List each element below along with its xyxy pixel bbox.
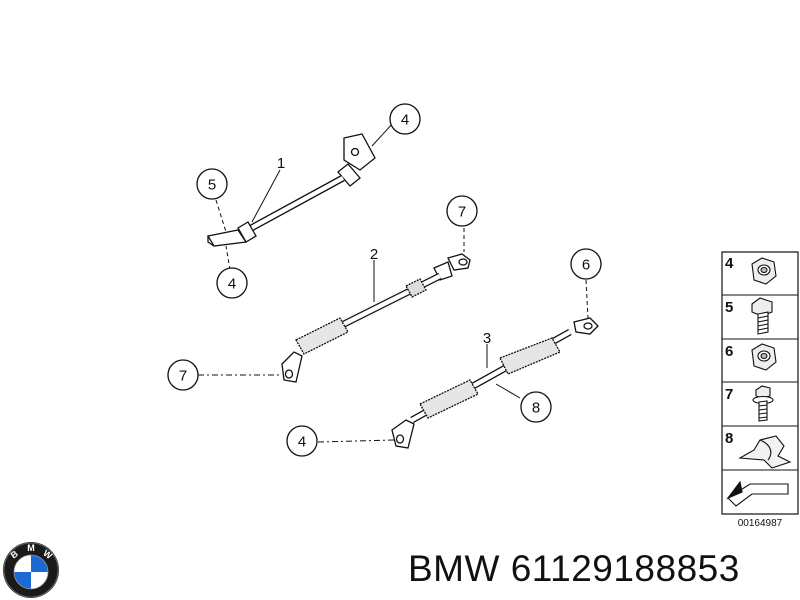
logo-letter-b: B	[9, 548, 20, 560]
callout-4-top: 4	[389, 103, 421, 135]
hex-nut-icon	[751, 257, 777, 285]
leader-4-left	[225, 245, 231, 271]
lock-nut-icon	[751, 343, 777, 371]
cable-clip-icon	[738, 435, 792, 469]
parts-legend: 4 5 6 7	[721, 251, 799, 515]
catalog-number: 00164987	[738, 518, 783, 529]
legend-num-5: 5	[725, 299, 733, 316]
callout-7-top-label: 7	[458, 204, 466, 221]
leader-8	[495, 383, 521, 399]
callout-4-top-label: 4	[401, 112, 409, 129]
callout-8-label: 8	[532, 400, 540, 417]
leader-part-1	[251, 169, 281, 223]
callout-6-label: 6	[582, 257, 590, 274]
leader-6	[585, 279, 589, 319]
hex-bolt-icon	[751, 297, 773, 335]
cable-3	[391, 317, 599, 449]
bolt-washer-icon	[752, 385, 774, 422]
logo-letter-m: M	[27, 543, 35, 553]
callout-7-left-label: 7	[179, 368, 187, 385]
callout-4-bottom: 4	[286, 425, 318, 457]
bmw-logo-icon: B M W	[3, 542, 59, 598]
legend-num-8: 8	[725, 430, 733, 447]
legend-num-4: 4	[725, 255, 734, 272]
leader-lines	[198, 121, 589, 443]
leader-5	[215, 199, 227, 233]
arrow-icon	[726, 480, 789, 507]
callout-5: 5	[196, 168, 228, 200]
legend-item-6: 6	[725, 343, 777, 371]
callout-4-bottom-label: 4	[298, 434, 306, 451]
callout-4-left: 4	[216, 267, 248, 299]
legend-item-5: 5	[725, 297, 773, 335]
cable-2	[281, 253, 471, 383]
cable-1	[206, 133, 376, 247]
leader-4-bottom	[317, 439, 395, 443]
legend-item-7: 7	[725, 385, 774, 422]
legend-num-7: 7	[725, 386, 733, 403]
callout-7-top: 7	[446, 195, 478, 227]
part-label-2: 2	[370, 246, 378, 263]
part-label-1: 1	[277, 155, 285, 172]
part-number-title: BMW 61129188853	[408, 548, 740, 589]
callout-8: 8	[520, 391, 552, 423]
part-label-3: 3	[483, 330, 491, 347]
callout-4-left-label: 4	[228, 276, 236, 293]
legend-num-6: 6	[725, 343, 733, 360]
callout-6: 6	[570, 248, 602, 280]
legend-item-4: 4	[725, 255, 777, 285]
callout-7-left: 7	[167, 359, 199, 391]
callout-5-label: 5	[208, 177, 216, 194]
leader-4-top	[371, 121, 395, 147]
legend-item-8: 8	[725, 430, 792, 469]
